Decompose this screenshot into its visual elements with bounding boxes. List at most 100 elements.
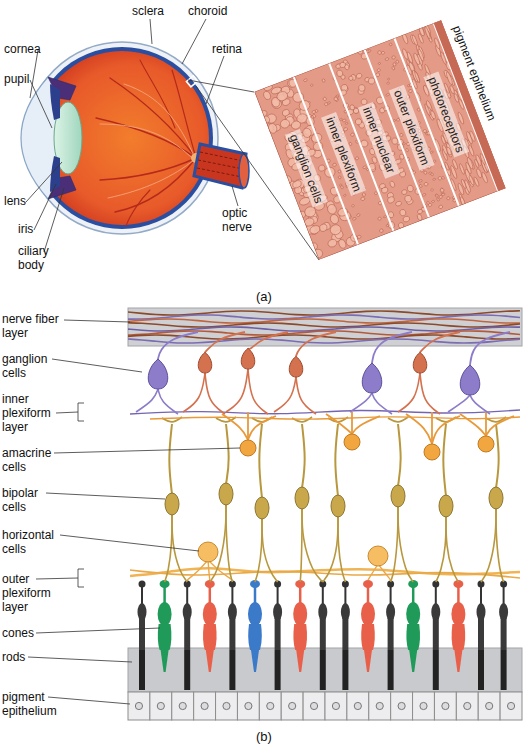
bipolar-cell	[295, 487, 309, 509]
pigment-cell	[237, 692, 259, 720]
cell-texture	[349, 142, 352, 146]
bipolar-dendrite	[446, 516, 458, 582]
cone-cell	[158, 580, 172, 672]
rod-outer-segment	[139, 650, 145, 690]
cell-texture	[319, 223, 329, 232]
part-label: iris	[18, 222, 33, 236]
bipolar-axon	[302, 424, 305, 488]
bipolar-cell	[489, 487, 503, 509]
ganglion-cell	[362, 363, 382, 393]
amacrine-process	[326, 414, 352, 434]
panel-letter: (a)	[256, 290, 272, 304]
leader-line	[150, 19, 152, 44]
rod-inner-segment	[478, 618, 484, 650]
blood-vessels	[96, 60, 196, 226]
leader-line	[206, 56, 224, 104]
cell-texture	[322, 78, 326, 82]
leader-line	[232, 186, 238, 206]
pigment-nucleus	[486, 702, 493, 709]
pigment-nucleus	[201, 702, 208, 709]
cone-body	[406, 602, 420, 626]
leader-line	[36, 628, 160, 633]
leader-line	[30, 80, 52, 128]
cell-texture	[378, 62, 381, 65]
ganglion-dendrite	[350, 393, 372, 412]
part-label: retina	[212, 42, 242, 56]
pigment-cell	[281, 692, 303, 720]
section-border	[254, 20, 505, 260]
cell-texture	[329, 223, 343, 236]
cone-inner-segment	[406, 624, 420, 650]
inset-leader	[188, 80, 254, 92]
bipolar-terminal	[388, 417, 408, 422]
cell-texture	[424, 26, 431, 39]
cone-stalk	[457, 586, 460, 604]
cell-texture	[348, 76, 353, 81]
ganglion-axon	[205, 332, 245, 352]
cone-outer-segment	[206, 650, 214, 672]
ganglion-dendrite	[183, 373, 205, 412]
rod-stalk	[322, 584, 324, 604]
layer-bracket	[78, 569, 84, 587]
cell-texture	[441, 193, 445, 196]
cell-texture	[418, 179, 422, 182]
rod-inner-segment	[342, 618, 348, 650]
part-label: ciliary body	[18, 244, 64, 272]
cell-texture	[459, 163, 466, 175]
rod-cell	[431, 581, 440, 691]
cell-texture	[468, 175, 475, 186]
bipolar-dendrite	[391, 506, 398, 582]
cell-texture	[393, 62, 397, 66]
rod-inner-segment	[501, 618, 507, 650]
part-label: cones	[2, 626, 34, 640]
cone-stalk	[299, 586, 302, 604]
ganglion-axon	[296, 332, 336, 356]
cone-cell	[248, 580, 262, 672]
rod-inner-segment	[229, 618, 235, 650]
bipolar-axon	[226, 424, 229, 484]
ganglion-dendrite	[274, 377, 296, 412]
nerve-stripe	[200, 152, 243, 161]
rod-cell	[477, 581, 486, 691]
cone-outer-segment	[454, 650, 462, 672]
cell-texture	[377, 50, 381, 55]
cell-texture	[343, 194, 346, 196]
cone-body	[451, 602, 465, 626]
cell-texture	[339, 118, 342, 121]
part-label: pupil	[4, 72, 29, 86]
cone-body	[248, 602, 262, 626]
amacrine-process	[351, 412, 353, 434]
leader-line	[54, 448, 240, 453]
cell-texture	[417, 108, 420, 112]
cell-texture	[270, 86, 282, 95]
blood-vessel	[126, 190, 150, 226]
ganglion-dendrite	[158, 389, 178, 414]
part-label: optic nerve	[222, 206, 264, 234]
ganglion-cell	[460, 365, 480, 395]
cone-cell	[406, 580, 420, 672]
leader-line	[26, 162, 62, 202]
rod-outer-segment	[229, 650, 235, 690]
horizontal-process	[130, 570, 520, 578]
pigment-nucleus	[332, 702, 339, 709]
pigment-cell	[347, 692, 369, 720]
nerve-stripe	[198, 160, 243, 169]
cell-texture	[435, 194, 438, 197]
horizontal-dendrite	[378, 564, 391, 580]
rod-stalk	[277, 584, 279, 604]
nerve-fiber	[128, 339, 520, 343]
pigment-nucleus	[398, 702, 405, 709]
blood-vessel	[124, 84, 194, 156]
cell-texture	[431, 200, 435, 203]
cell-texture	[449, 85, 455, 94]
cell-texture	[431, 173, 434, 177]
pigment-cell	[128, 692, 150, 720]
ganglion-dendrite	[136, 389, 158, 412]
cell-texture	[342, 119, 346, 122]
cell-texture	[391, 55, 395, 59]
cell-texture	[312, 110, 316, 114]
ganglion-axon	[470, 332, 510, 365]
rod-cell	[386, 581, 395, 691]
leader-line	[64, 320, 130, 322]
